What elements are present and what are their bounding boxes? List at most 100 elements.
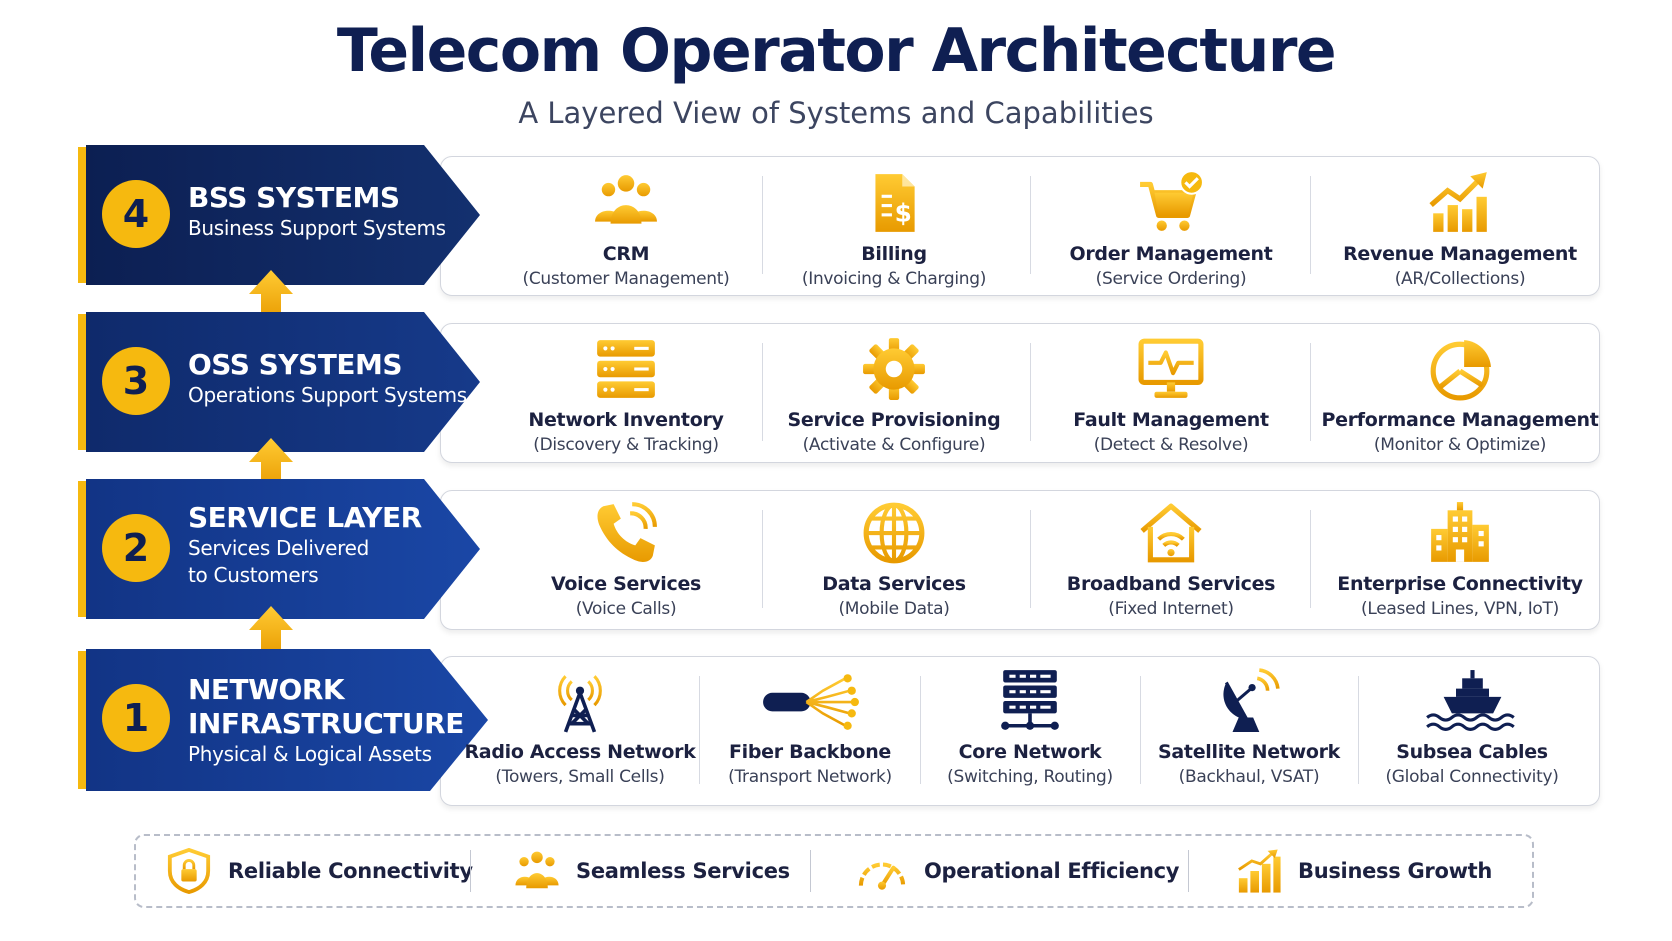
benefits-bar: Reliable Connectivity Seamless Services … (134, 834, 1534, 908)
invoice-icon: $ (875, 174, 915, 232)
item-subtitle: (Invoicing & Charging) (801, 269, 987, 289)
item-subtitle: (Leased Lines, VPN, IoT) (1361, 599, 1559, 619)
item-subtitle: (Service Ordering) (1095, 269, 1247, 289)
network-item-subsea[interactable]: Subsea Cables (Global Connectivity) (1372, 668, 1572, 790)
oss-item-service-provisioning[interactable]: Service Provisioning (Activate & Configu… (780, 336, 1008, 458)
divider (699, 676, 700, 784)
oss-layer-tag: 3 OSS SYSTEMS Operations Support Systems (78, 312, 480, 452)
layer-tag-shape (78, 145, 480, 285)
item-subtitle: (Discovery & Tracking) (533, 435, 719, 455)
service-item-enterprise[interactable]: Enterprise Connectivity (Leased Lines, V… (1330, 500, 1590, 622)
bss-item-revenue-management[interactable]: Revenue Management (AR/Collections) (1330, 170, 1590, 292)
server-rack-icon (597, 340, 655, 398)
item-subtitle: (Detect & Resolve) (1093, 435, 1249, 455)
item-subtitle: (Backhaul, VSAT) (1178, 767, 1320, 787)
item-name: Satellite Network (1158, 741, 1340, 763)
gear-icon (863, 338, 925, 400)
bss-layer-tag: 4 BSS SYSTEMS Business Support Systems (78, 145, 480, 285)
network-layer-tag: 1 NETWORK INFRASTRUCTURE Physical & Logi… (78, 649, 488, 791)
layer-name: BSS SYSTEMS (188, 181, 400, 214)
item-subtitle: (Activate & Configure) (802, 435, 986, 455)
ship-waves-icon (1425, 670, 1515, 731)
divider (1140, 676, 1141, 784)
page-subtitle: A Layered View of Systems and Capabiliti… (518, 96, 1154, 130)
satellite-dish-icon (1223, 668, 1280, 732)
divider (1310, 176, 1311, 274)
item-subtitle: (AR/Collections) (1394, 269, 1526, 289)
item-subtitle: (Global Connectivity) (1385, 767, 1559, 787)
speedometer-icon (858, 862, 906, 890)
benefit-operational-efficiency: Operational Efficiency (856, 836, 1179, 906)
growth-chart-icon (1429, 172, 1487, 232)
up-arrow-icon (249, 606, 293, 658)
up-arrow-icon (249, 438, 293, 490)
layer-description: Physical & Logical Assets (188, 742, 432, 766)
divider (1030, 176, 1031, 274)
benefit-label: Business Growth (1298, 859, 1493, 883)
layer-description: Operations Support Systems (188, 383, 467, 407)
monitor-pulse-icon (1138, 338, 1204, 398)
divider (1310, 510, 1311, 608)
bss-item-order-management[interactable]: Order Management (Service Ordering) (1048, 170, 1294, 292)
service-item-voice[interactable]: Voice Services (Voice Calls) (520, 500, 732, 622)
core-server-icon (1001, 670, 1059, 730)
bss-item-billing[interactable]: $ Billing (Invoicing & Charging) (780, 170, 1008, 292)
service-item-broadband[interactable]: Broadband Services (Fixed Internet) (1048, 500, 1294, 622)
item-subtitle: (Customer Management) (522, 269, 730, 289)
oss-item-network-inventory[interactable]: Network Inventory (Discovery & Tracking) (520, 336, 732, 458)
layer-description: Business Support Systems (188, 216, 446, 240)
layer-number-badge: 1 (102, 684, 170, 752)
divider (1030, 510, 1031, 608)
shield-lock-icon (167, 848, 211, 894)
divider (1358, 676, 1359, 784)
benefit-seamless-services: Seamless Services (514, 836, 790, 906)
service-item-data[interactable]: Data Services (Mobile Data) (780, 500, 1008, 622)
item-subtitle: (Mobile Data) (838, 599, 950, 619)
layer-number-badge: 2 (102, 514, 170, 582)
phone-icon (597, 502, 657, 562)
benefit-label: Seamless Services (576, 859, 790, 883)
item-name: Subsea Cables (1396, 741, 1548, 763)
customers-icon (595, 175, 657, 224)
people-icon (515, 851, 559, 889)
divider (1188, 850, 1189, 892)
network-item-core[interactable]: Core Network (Switching, Routing) (932, 668, 1128, 790)
item-name: Radio Access Network (464, 741, 696, 763)
item-name: Revenue Management (1343, 243, 1577, 265)
globe-icon (863, 502, 925, 564)
up-arrow-icon (249, 270, 293, 322)
divider (920, 676, 921, 784)
item-subtitle: (Fixed Internet) (1108, 599, 1234, 619)
layer-tag-shape (78, 312, 480, 452)
bss-item-crm[interactable]: CRM (Customer Management) (520, 170, 732, 292)
divider (1030, 343, 1031, 441)
benefit-business-growth: Business Growth (1236, 836, 1492, 906)
oss-item-fault-management[interactable]: Fault Management (Detect & Resolve) (1048, 336, 1294, 458)
item-subtitle: (Monitor & Optimize) (1373, 435, 1547, 455)
radio-tower-icon (558, 675, 602, 733)
page-title: Telecom Operator Architecture (336, 16, 1337, 86)
oss-item-performance-management[interactable]: Performance Management (Monitor & Optimi… (1321, 336, 1599, 458)
network-item-fiber-backbone[interactable]: Fiber Backbone (Transport Network) (712, 668, 908, 790)
item-name: Enterprise Connectivity (1337, 573, 1583, 595)
bss-layer-panel (440, 156, 1600, 296)
network-item-radio-access[interactable]: Radio Access Network (Towers, Small Cell… (464, 668, 696, 790)
layer-name: NETWORK INFRASTRUCTURE (188, 673, 464, 740)
svg-text:$: $ (895, 199, 912, 228)
item-name: Order Management (1069, 243, 1273, 265)
item-name: Performance Management (1321, 409, 1599, 431)
cart-check-icon (1140, 170, 1204, 231)
network-item-satellite[interactable]: Satellite Network (Backhaul, VSAT) (1150, 668, 1348, 790)
item-subtitle: (Voice Calls) (575, 599, 677, 619)
benefit-label: Operational Efficiency (924, 859, 1180, 883)
item-name: Service Provisioning (787, 409, 1001, 431)
item-subtitle: (Transport Network) (728, 767, 892, 787)
item-name: Broadband Services (1066, 573, 1276, 595)
benefit-label: Reliable Connectivity (228, 859, 473, 883)
divider (762, 510, 763, 608)
item-name: Billing (861, 243, 927, 265)
divider (762, 176, 763, 274)
item-name: CRM (602, 243, 650, 265)
divider (762, 343, 763, 441)
layer-number-badge: 3 (102, 347, 170, 415)
